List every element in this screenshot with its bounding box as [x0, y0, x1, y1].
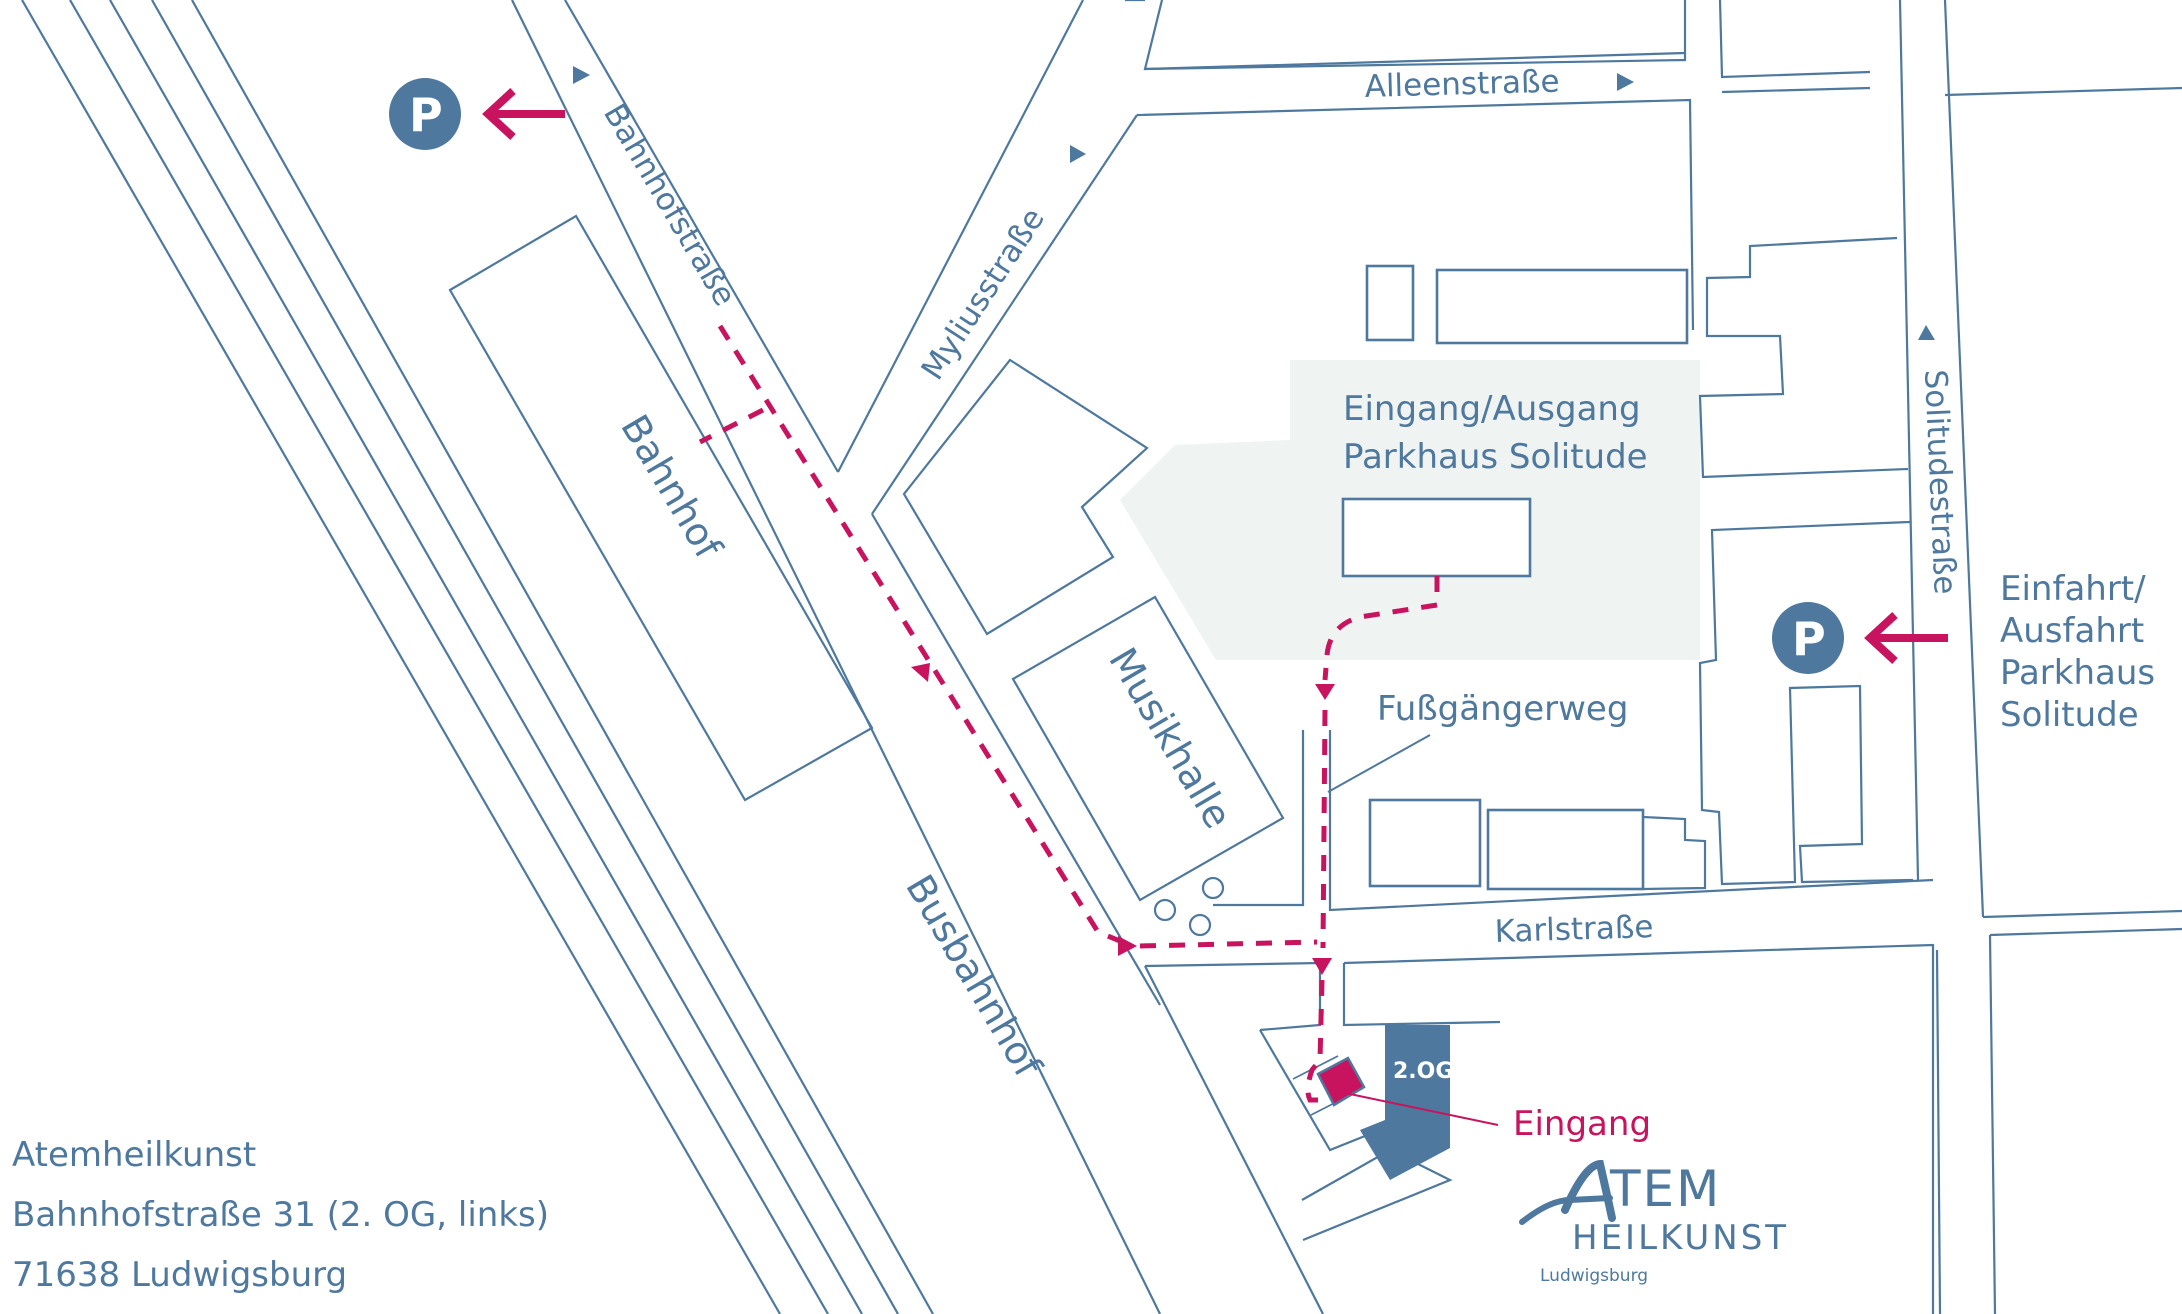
entrance-marker — [1316, 1056, 1366, 1107]
arrow-left-icon — [1864, 612, 1948, 664]
parkhaus-entrance-label-line1: Eingang/Ausgang — [1343, 389, 1641, 429]
myliusstrasse-edges — [837, 0, 1687, 515]
logo-a-icon — [1519, 1160, 1616, 1225]
parking-marker-bahnhof: P — [389, 78, 565, 150]
direction-triangle-icon — [573, 66, 590, 84]
address-city: 71638 Ludwigsburg — [12, 1255, 348, 1295]
einfahrt-label: Einfahrt/ Ausfahrt Parkhaus Solitude — [2000, 569, 2155, 735]
one-way-markers — [573, 66, 1935, 340]
bahnhofstrasse-edges — [511, 0, 1161, 1314]
parking-marker-solitude: P — [1772, 602, 1948, 674]
footpath-pointer — [1327, 734, 1431, 793]
busbahnhof-label: Busbahnhof — [897, 867, 1051, 1086]
route-arrow-icon — [911, 663, 930, 682]
street-label-myliusstrasse: Myliusstraße — [915, 202, 1052, 387]
parking-icon — [1772, 602, 1844, 674]
parking-icon — [389, 78, 461, 150]
alleenstrasse-edges — [1136, 0, 1871, 331]
logo-word-atem: TEM — [1610, 1160, 1722, 1218]
footpath-label: Fußgängerweg — [1377, 689, 1628, 729]
railway-tracks — [21, 0, 934, 1314]
direction-triangle-icon — [1617, 73, 1634, 91]
route-arrow-icon — [1312, 958, 1332, 975]
address-block: Atemheilkunst Bahnhofstraße 31 (2. OG, l… — [12, 1125, 549, 1305]
solitudestrasse-edges — [1898, 0, 2182, 1314]
street-label-bahnhofstrasse: Bahnhofstraße — [596, 98, 743, 312]
logo-city: Ludwigsburg — [1540, 1266, 1649, 1286]
street-label-alleenstrasse: Alleenstraße — [1364, 64, 1560, 105]
parkhaus-entrance-label-line2: Parkhaus Solitude — [1343, 437, 1648, 477]
building-2og — [1360, 1025, 1450, 1180]
logo-word-heilkunst: HEILKUNST — [1572, 1218, 1790, 1258]
street-label-solitudestrasse: Solitudestraße — [1917, 369, 1963, 595]
musikhalle-label: Musikhalle — [1100, 640, 1240, 836]
direction-triangle-icon — [1918, 325, 1935, 340]
svg-text:P: P — [1792, 612, 1826, 666]
parkhaus-entrance-box — [1341, 497, 1532, 578]
svg-text:P: P — [409, 88, 443, 142]
musikhalle-building — [1011, 595, 1285, 902]
top-blocks — [1365, 236, 1914, 886]
street-label-karlstrasse: Karlstraße — [1494, 909, 1654, 950]
route-arrow-icon — [1118, 936, 1137, 956]
bahnhof-label: Bahnhof — [612, 407, 731, 567]
floor-label: 2.OG — [1393, 1059, 1453, 1084]
route-arrow-icon — [1315, 684, 1335, 700]
decorative-circles — [1153, 876, 1225, 937]
walking-route — [698, 324, 1440, 1103]
target-block — [1144, 965, 1453, 1314]
mylius-building — [902, 358, 1149, 636]
svg-text:Solitude: Solitude — [2000, 695, 2139, 735]
karlstrasse-blocks — [1368, 798, 1707, 891]
svg-text:Ausfahrt: Ausfahrt — [2000, 611, 2144, 651]
arrow-left-icon — [482, 88, 565, 140]
entrance-pointer — [1344, 1092, 1499, 1126]
svg-text:Einfahrt/: Einfahrt/ — [2000, 569, 2146, 609]
entrance-label: Eingang — [1513, 1104, 1651, 1144]
svg-text:Parkhaus: Parkhaus — [2000, 653, 2155, 693]
address-name: Atemheilkunst — [12, 1135, 257, 1175]
address-street: Bahnhofstraße 31 (2. OG, links) — [12, 1195, 549, 1235]
direction-triangle-icon — [1070, 145, 1086, 163]
